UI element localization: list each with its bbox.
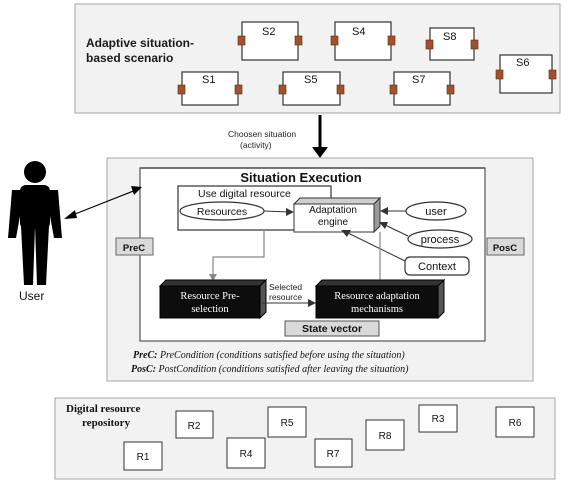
legend-prec: PreC: PreCondition (conditions satisfied… (133, 350, 405, 361)
port-left (237, 35, 246, 46)
port-left (425, 39, 434, 50)
repository-panel: Digital resource repository R2 R5 R3 R6 … (54, 397, 556, 480)
posc-label: PosC (493, 243, 517, 254)
port-right (294, 35, 303, 46)
resource-r1 (123, 441, 163, 471)
engine-label-line1: Adaptation (309, 205, 357, 216)
prec-tag (115, 237, 154, 256)
resource-r5 (267, 406, 307, 438)
situation-s4: S4 (330, 21, 396, 61)
input-process-label: process (421, 234, 460, 246)
resource-label: R8 (379, 431, 392, 442)
state-vector-tag (284, 320, 380, 337)
scenario-panel: Adaptive situation- based scenario S2 S4… (74, 3, 561, 114)
execution-title: Situation Execution (240, 170, 361, 185)
port-right (336, 84, 345, 95)
preselection-box: Resource Pre- selection (158, 278, 268, 320)
selected-resource-sublabel: resource (269, 292, 302, 302)
port-right (470, 39, 479, 50)
scenario-title-line1: Adaptive situation- (86, 36, 194, 50)
resource-r3 (418, 404, 458, 433)
user-connection (69, 189, 137, 217)
port-right (548, 69, 557, 80)
situation-s5: S5 (278, 71, 345, 106)
port-left (389, 84, 398, 95)
situation-label: S6 (516, 57, 529, 69)
situation-s6: S6 (495, 54, 557, 94)
resource-r2 (175, 410, 214, 439)
situation-label: S8 (443, 31, 456, 43)
resource-label: R6 (509, 418, 522, 429)
resource-r7 (314, 438, 353, 468)
input-process-ellipse (407, 229, 473, 249)
resource-label: R4 (240, 449, 253, 460)
situation-label: S2 (262, 26, 275, 38)
repository-title-line2: repository (82, 417, 131, 429)
posc-tag (486, 237, 525, 256)
port-right (234, 84, 243, 95)
situation-s1: S1 (177, 71, 243, 106)
selected-resource-label: Selected (269, 282, 302, 292)
resource-label: R3 (432, 414, 445, 425)
situation-label: S4 (352, 26, 365, 38)
resource-r8 (365, 419, 405, 451)
user-figure: User (8, 161, 62, 303)
engine-label-line2: engine (318, 217, 348, 228)
port-left (495, 69, 504, 80)
situation-label: S5 (304, 74, 317, 86)
resource-label: R5 (281, 418, 294, 429)
port-left (330, 35, 339, 46)
adaptation-engine: Adaptation engine (292, 196, 382, 234)
input-context-arrow (345, 231, 406, 262)
port-right (446, 84, 455, 95)
resource-r6 (495, 406, 535, 438)
chosen-situation-label: Choosen situation (228, 129, 296, 139)
mechanisms-label-line1: Resource adaptation (334, 291, 420, 302)
port-left (177, 84, 186, 95)
situation-s8: S8 (425, 27, 479, 61)
port-right (387, 35, 396, 46)
legend-posc: PosC: PostCondition (conditions satisfie… (131, 364, 409, 375)
preselection-label-line1: Resource Pre- (180, 291, 240, 302)
state-vector-label: State vector (302, 323, 362, 335)
repository-title-line1: Digital resource (66, 403, 141, 415)
situation-s2: S2 (237, 21, 303, 61)
chosen-situation-arrow: Choosen situation (activity) (228, 115, 328, 158)
input-user-label: user (425, 206, 447, 218)
input-context-box (404, 256, 470, 276)
resource-label: R7 (327, 449, 340, 460)
chosen-situation-sublabel: (activity) (240, 140, 272, 150)
resources-to-engine (263, 210, 291, 213)
resources-label: Resources (197, 206, 247, 218)
flow-to-preselection (212, 230, 265, 276)
resource-label: R2 (188, 421, 201, 432)
situation-label: S1 (202, 74, 215, 86)
situation-s7: S7 (389, 71, 455, 106)
mechanisms-label-line2: mechanisms (351, 304, 403, 315)
port-left (278, 84, 287, 95)
situation-label: S7 (412, 74, 425, 86)
resource-r4 (226, 437, 266, 469)
scenario-title-line2: based scenario (86, 51, 173, 65)
input-process-arrow (382, 223, 409, 237)
use-digital-resource-label: Use digital resource (198, 188, 291, 200)
prec-label: PreC (123, 243, 145, 254)
resource-label: R1 (137, 452, 150, 463)
preselection-label-line2: selection (191, 304, 229, 315)
input-context-label: Context (418, 261, 456, 273)
mechanisms-box: Resource adaptation mechanisms (314, 278, 446, 320)
user-label: User (19, 289, 44, 303)
execution-panel: Situation Execution PreC PosC Use digita… (64, 157, 534, 382)
